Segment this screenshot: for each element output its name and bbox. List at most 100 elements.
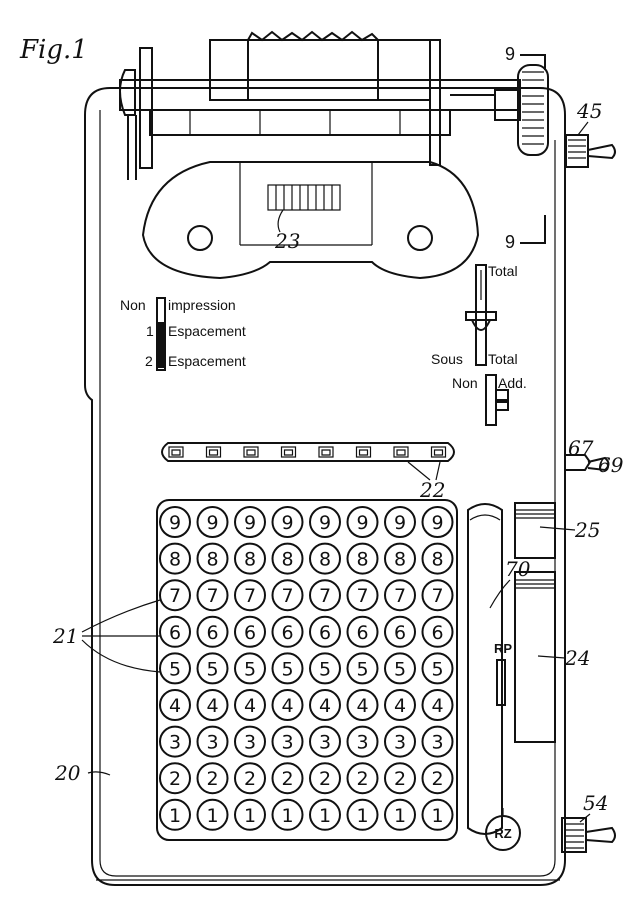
key-6-col-2[interactable]: 6 bbox=[196, 615, 229, 648]
key-6-col-5[interactable]: 6 bbox=[309, 615, 341, 648]
key-8-col-4[interactable]: 8 bbox=[271, 542, 304, 575]
key-8-col-3[interactable]: 8 bbox=[234, 542, 266, 575]
key-5-col-5[interactable]: 5 bbox=[309, 652, 341, 685]
key-9-col-3[interactable]: 9 bbox=[234, 506, 266, 538]
key-4-col-5[interactable]: 4 bbox=[309, 689, 341, 721]
key-cap bbox=[384, 615, 416, 648]
key-9-col-6[interactable]: 9 bbox=[346, 506, 379, 538]
ref-54: 54 bbox=[583, 791, 608, 815]
key-8-col-1[interactable]: 8 bbox=[159, 542, 191, 575]
key-5-col-4[interactable]: 5 bbox=[271, 652, 304, 685]
key-4-col-7[interactable]: 4 bbox=[384, 689, 416, 721]
key-7-col-3[interactable]: 7 bbox=[234, 579, 266, 612]
key-2-col-1[interactable]: 2 bbox=[159, 762, 191, 795]
key-9-col-1[interactable]: 9 bbox=[159, 506, 191, 538]
key-label: 7 bbox=[394, 585, 406, 607]
key-label: 6 bbox=[394, 622, 406, 644]
key-1-col-4[interactable]: 1 bbox=[271, 798, 304, 831]
key-7-col-8[interactable]: 7 bbox=[421, 579, 454, 612]
key-8-col-2[interactable]: 8 bbox=[196, 542, 229, 575]
key-4-col-1[interactable]: 4 bbox=[159, 689, 191, 721]
key-7-col-6[interactable]: 7 bbox=[346, 579, 379, 612]
key-9-col-4[interactable]: 9 bbox=[271, 506, 304, 538]
key-9-col-8[interactable]: 9 bbox=[421, 506, 454, 538]
key-9-col-5[interactable]: 9 bbox=[309, 506, 341, 538]
print-mode-slot[interactable] bbox=[156, 297, 166, 371]
key-8-col-7[interactable]: 8 bbox=[384, 542, 416, 575]
key-label: 4 bbox=[206, 695, 218, 717]
key-label: 9 bbox=[431, 512, 443, 534]
key-4-col-8[interactable]: 4 bbox=[421, 689, 454, 721]
key-5-col-1[interactable]: 5 bbox=[159, 652, 191, 685]
key-1-col-1[interactable]: 1 bbox=[159, 798, 191, 831]
key-1-col-8[interactable]: 1 bbox=[421, 798, 454, 831]
key-5-col-8[interactable]: 5 bbox=[421, 652, 454, 685]
key-2-col-2[interactable]: 2 bbox=[196, 762, 229, 795]
key-5-col-6[interactable]: 5 bbox=[346, 652, 379, 685]
key-8-col-5[interactable]: 8 bbox=[309, 542, 341, 575]
key-label: 3 bbox=[281, 732, 293, 754]
key-4-col-3[interactable]: 4 bbox=[234, 689, 266, 721]
total-selector[interactable] bbox=[465, 264, 509, 426]
key-6-col-3[interactable]: 6 bbox=[234, 615, 266, 648]
key-2-col-5[interactable]: 2 bbox=[309, 762, 341, 795]
key-1-col-3[interactable]: 1 bbox=[234, 798, 266, 831]
key-6-col-8[interactable]: 6 bbox=[421, 615, 454, 648]
key-4-col-2[interactable]: 4 bbox=[196, 689, 229, 721]
key-3-col-3[interactable]: 3 bbox=[234, 725, 266, 758]
key-6-col-1[interactable]: 6 bbox=[159, 615, 191, 648]
key-6-col-6[interactable]: 6 bbox=[346, 615, 379, 648]
key-2-col-6[interactable]: 2 bbox=[346, 762, 379, 795]
ref-67: 67 bbox=[568, 436, 594, 460]
key-7-col-2[interactable]: 7 bbox=[196, 579, 229, 612]
key-label: 8 bbox=[394, 549, 406, 571]
key-2-col-3[interactable]: 2 bbox=[234, 762, 266, 795]
key-3-col-6[interactable]: 3 bbox=[346, 725, 379, 758]
key-9-col-7[interactable]: 9 bbox=[384, 506, 416, 538]
rp-lever[interactable] bbox=[496, 659, 506, 706]
indicator-mark-8 bbox=[433, 449, 444, 456]
key-3-col-7[interactable]: 3 bbox=[384, 725, 416, 758]
key-6-col-7[interactable]: 6 bbox=[384, 615, 416, 648]
key-9-col-2[interactable]: 9 bbox=[196, 506, 229, 538]
key-6-col-4[interactable]: 6 bbox=[271, 615, 304, 648]
key-label: 9 bbox=[281, 512, 293, 534]
key-1-col-2[interactable]: 1 bbox=[196, 798, 229, 831]
key-label: 6 bbox=[244, 622, 256, 644]
key-3-col-4[interactable]: 3 bbox=[271, 725, 304, 758]
section-mark-bottom: 9 bbox=[505, 232, 515, 252]
key-cap bbox=[309, 689, 341, 721]
key-label: 5 bbox=[244, 658, 256, 680]
key-label: 6 bbox=[206, 622, 218, 644]
key-cap bbox=[271, 542, 304, 575]
key-7-col-7[interactable]: 7 bbox=[384, 579, 416, 612]
key-1-col-7[interactable]: 1 bbox=[384, 798, 416, 831]
key-8-col-8[interactable]: 8 bbox=[421, 542, 454, 575]
leader-24 bbox=[537, 655, 566, 659]
key-5-col-3[interactable]: 5 bbox=[234, 652, 266, 685]
key-7-col-4[interactable]: 7 bbox=[271, 579, 304, 612]
key-5-col-2[interactable]: 5 bbox=[196, 652, 229, 685]
key-7-col-5[interactable]: 7 bbox=[309, 579, 341, 612]
key-label: 2 bbox=[394, 768, 406, 790]
key-2-col-8[interactable]: 2 bbox=[421, 762, 454, 795]
key-5-col-7[interactable]: 5 bbox=[384, 652, 416, 685]
label-rz: RZ bbox=[494, 826, 511, 841]
key-cap bbox=[159, 798, 191, 831]
key-cap bbox=[234, 689, 266, 721]
key-2-col-4[interactable]: 2 bbox=[271, 762, 304, 795]
key-cap bbox=[309, 725, 341, 758]
key-4-col-4[interactable]: 4 bbox=[271, 689, 304, 721]
key-3-col-8[interactable]: 3 bbox=[421, 725, 454, 758]
key-1-col-6[interactable]: 1 bbox=[346, 798, 379, 831]
key-8-col-6[interactable]: 8 bbox=[346, 542, 379, 575]
key-2-col-7[interactable]: 2 bbox=[384, 762, 416, 795]
key-7-col-1[interactable]: 7 bbox=[159, 579, 191, 612]
key-3-col-2[interactable]: 3 bbox=[196, 725, 229, 758]
key-cap bbox=[421, 652, 454, 685]
key-1-col-5[interactable]: 1 bbox=[309, 798, 341, 831]
key-4-col-6[interactable]: 4 bbox=[346, 689, 379, 721]
key-3-col-5[interactable]: 3 bbox=[309, 725, 341, 758]
key-3-col-1[interactable]: 3 bbox=[159, 725, 191, 758]
